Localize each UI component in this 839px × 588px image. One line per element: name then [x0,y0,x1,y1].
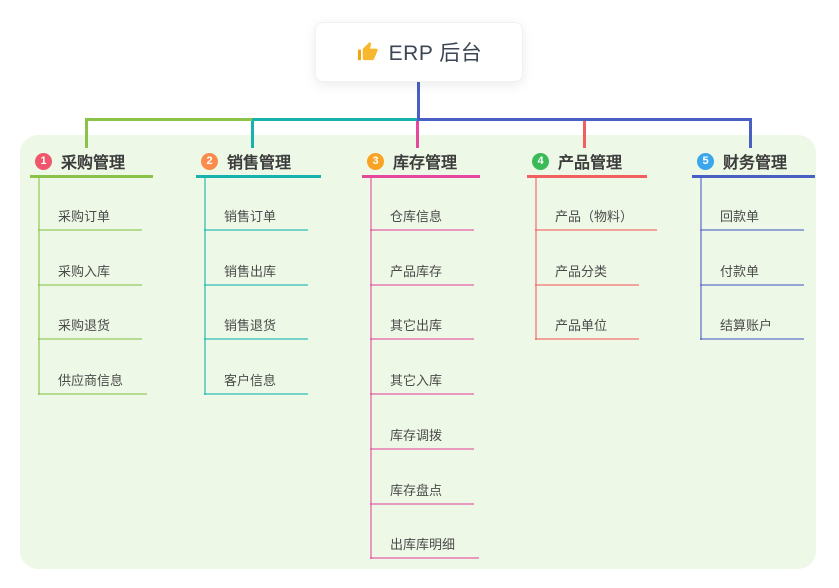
child-spine-line-5 [700,178,702,340]
child-spine-line-2 [204,178,206,395]
branch-title-label: 财务管理 [723,155,788,172]
root-connector-line [417,82,420,121]
child-node-库存盘点[interactable]: 库存盘点 [370,474,474,505]
branch-drop-line-5 [749,118,752,148]
branch-drop-line-2 [251,118,254,148]
child-node-采购入库[interactable]: 采购入库 [38,255,142,286]
branch-title-label: 产品管理 [558,155,623,172]
branch-node-产品管理[interactable]: 4 产品管理 [527,147,647,178]
branch-node-采购管理[interactable]: 1 采购管理 [30,147,153,178]
branch-number-badge: 5 [697,152,714,170]
root-label: ERP 后台 [388,42,483,65]
child-node-产品库存[interactable]: 产品库存 [370,255,474,286]
thumbs-up-icon [357,41,378,60]
branch-number-badge: 3 [367,152,384,170]
branch-title-label: 库存管理 [393,155,458,172]
child-node-客户信息[interactable]: 客户信息 [204,364,308,395]
child-node-产品单位[interactable]: 产品单位 [535,309,639,340]
branch-title-label: 销售管理 [227,155,292,172]
child-node-结算账户[interactable]: 结算账户 [700,309,804,340]
child-node-采购订单[interactable]: 采购订单 [38,200,142,231]
bus-segment-blue [417,118,751,121]
child-node-库存调拨[interactable]: 库存调拨 [370,419,474,450]
child-node-销售订单[interactable]: 销售订单 [204,200,308,231]
branch-node-库存管理[interactable]: 3 库存管理 [362,147,480,178]
child-node-其它出库[interactable]: 其它出库 [370,309,474,340]
child-node-其它入库[interactable]: 其它入库 [370,364,474,395]
branch-title-label: 采购管理 [61,155,126,172]
branch-number-badge: 1 [35,152,52,170]
branch-drop-line-3 [416,118,419,148]
root-node[interactable]: ERP 后台 [315,22,523,82]
child-node-仓库信息[interactable]: 仓库信息 [370,200,474,231]
child-node-出库库明细[interactable]: 出库库明细 [370,528,480,559]
branch-number-badge: 4 [532,152,549,170]
child-node-回款单[interactable]: 回款单 [700,200,804,231]
branch-drop-line-1 [85,118,88,148]
child-node-销售退货[interactable]: 销售退货 [204,309,308,340]
child-node-付款单[interactable]: 付款单 [700,255,804,286]
child-node-销售出库[interactable]: 销售出库 [204,255,308,286]
branch-drop-line-4 [583,118,586,148]
bus-segment-teal [252,118,418,121]
branch-node-财务管理[interactable]: 5 财务管理 [692,147,815,178]
child-spine-line-3 [370,178,372,559]
branch-number-badge: 2 [201,152,218,170]
branches-panel [20,135,816,569]
child-spine-line-1 [38,178,40,395]
child-spine-line-4 [535,178,537,340]
branch-node-销售管理[interactable]: 2 销售管理 [196,147,321,178]
bus-segment-green [86,118,254,121]
child-node-供应商信息[interactable]: 供应商信息 [38,364,148,395]
child-node-采购退货[interactable]: 采购退货 [38,309,142,340]
child-node-产品分类[interactable]: 产品分类 [535,255,639,286]
child-node-产品（物料）[interactable]: 产品（物料） [535,200,658,231]
